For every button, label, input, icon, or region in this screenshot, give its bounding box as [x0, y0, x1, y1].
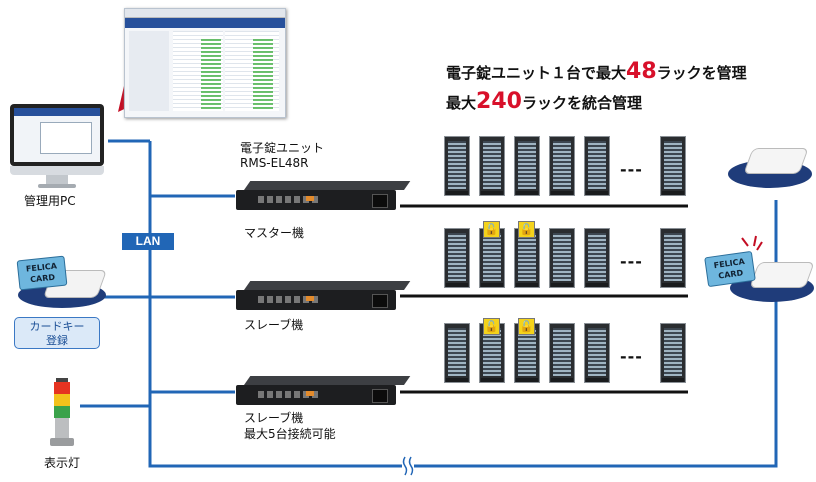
rack [479, 228, 505, 288]
rack [584, 323, 610, 383]
rack [479, 136, 505, 196]
row-3-label: スレーブ機 [244, 411, 304, 425]
row-3-sublabel: 最大5台接続可能 [244, 427, 336, 441]
rack [584, 136, 610, 196]
lock-open-icon: 🔓 [518, 318, 535, 335]
max-racks-per-unit: 48 [626, 59, 657, 84]
rack [444, 323, 470, 383]
lock-open-icon: 🔓 [518, 221, 535, 238]
rack [660, 323, 686, 383]
signal-tower-icon [50, 378, 74, 448]
management-software-screenshot [124, 8, 286, 118]
rack [549, 228, 575, 288]
rack [514, 136, 540, 196]
pc-monitor-icon [10, 104, 104, 190]
rack [444, 228, 470, 288]
rack [584, 228, 610, 288]
rack [444, 136, 470, 196]
card-key-registration-label: カードキー 登録 [14, 317, 100, 349]
headline-line-2: 最大240ラックを統合管理 [446, 89, 642, 114]
max-racks-total: 240 [476, 89, 522, 114]
rack [660, 136, 686, 196]
more-racks-dots: --- [620, 252, 643, 271]
rack [549, 323, 575, 383]
device-ports [258, 196, 318, 203]
more-racks-dots: --- [620, 160, 643, 179]
rack [549, 136, 575, 196]
pc-label: 管理用PC [24, 194, 76, 208]
lock-open-icon: 🔓 [483, 318, 500, 335]
more-racks-dots: --- [620, 347, 643, 366]
row-2-label: スレーブ機 [244, 318, 304, 332]
rack [514, 228, 540, 288]
row-1-label: マスター機 [244, 226, 305, 240]
lock-open-icon: 🔓 [483, 221, 500, 238]
unit-model: RMS-EL48R [240, 156, 309, 170]
headline-line-1: 電子錠ユニット１台で最大48ラックを管理 [446, 59, 747, 84]
card-reader-right-top [728, 140, 814, 190]
rack [660, 228, 686, 288]
unit-name: 電子錠ユニット [240, 141, 325, 155]
lan-label: LAN [122, 233, 174, 250]
signal-tower-label: 表示灯 [44, 456, 81, 470]
